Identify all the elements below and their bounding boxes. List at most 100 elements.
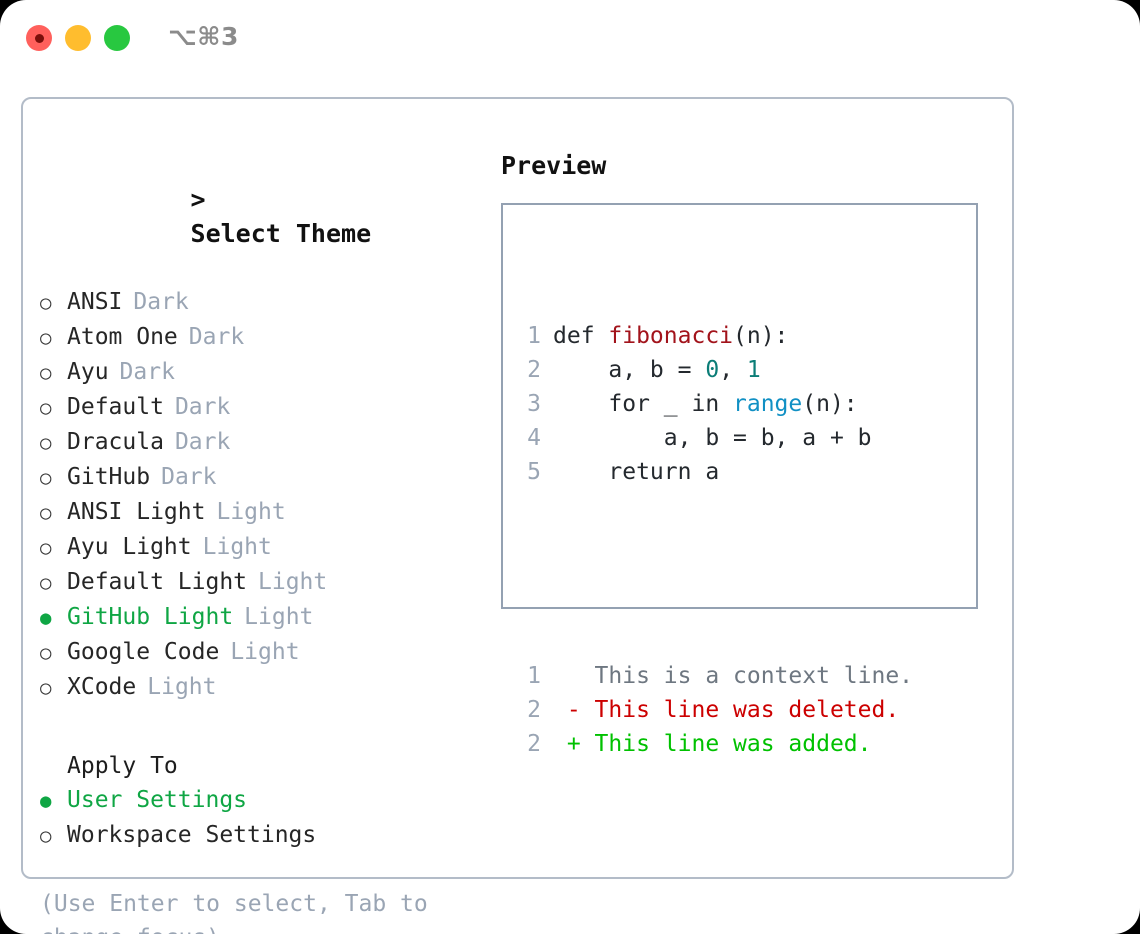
radio-unselected-icon: ○ [40,327,52,349]
code-line: 5 return a [515,455,913,489]
radio-unselected-icon: ○ [40,677,52,699]
radio-unselected-icon: ○ [40,537,52,559]
code-token-ctx: This is a context line. [553,663,914,689]
diff-snippet: 1 This is a context line.2 - This line w… [515,659,913,761]
theme-variant-badge: Dark [174,429,231,455]
theme-variant-badge: Dark [133,289,189,315]
theme-variant-badge: Dark [161,464,217,490]
radio-unselected-icon: ○ [40,292,52,314]
radio-unselected-icon: ○ [40,432,52,454]
theme-variant-badge: Light [202,534,272,560]
code-token-num: 0 [705,357,720,383]
code-token-add: + This line was added. [553,731,872,757]
theme-option-ayu[interactable]: ○ Ayu Dark [40,355,500,390]
theme-option-xcode[interactable]: ○ XCode Light [40,670,500,705]
code-token-plain: a, b = b, a + b [553,425,872,451]
theme-variant-badge: Light [147,674,217,700]
theme-option-label: Ayu Light [67,534,192,560]
theme-option-atom-one[interactable]: ○ Atom One Dark [40,320,500,355]
keyboard-hint: (Use Enter to select, Tab to change focu… [40,891,428,934]
theme-option-default[interactable]: ○ Default Dark [40,390,500,425]
theme-variant-badge: Dark [119,359,175,385]
theme-option-label: GitHub Light [67,604,234,630]
diff-line: 2 + This line was added. [515,727,913,761]
code-token-plain: (n): [733,323,789,349]
theme-option-ansi-light[interactable]: ○ ANSI Light Light [40,495,500,530]
theme-option-label: Dracula [67,429,164,455]
keyboard-shortcut-label: ⌥⌘3 [168,22,239,51]
hint-gap [40,853,500,887]
close-button[interactable] [26,25,52,51]
radio-unselected-icon: ○ [40,825,52,847]
theme-option-ayu-light[interactable]: ○ Ayu Light Light [40,530,500,565]
code-line: 3 for _ in range(n): [515,387,913,421]
radio-unselected-icon: ○ [40,467,52,489]
theme-option-label: Ayu [67,359,109,385]
diff-line: 2 - This line was deleted. [515,693,913,727]
code-line: 2 a, b = 0, 1 [515,353,913,387]
window-controls [26,25,130,51]
line-number: 5 [527,459,541,485]
theme-option-ansi[interactable]: ○ ANSI Dark [40,285,500,320]
apply-to-option-label: User Settings [67,787,248,813]
theme-variant-badge: Light [258,569,328,595]
theme-variant-badge: Dark [188,324,245,350]
line-number: 2 [527,357,541,383]
theme-variant-badge: Light [230,639,300,665]
line-number: 2 [527,731,541,757]
radio-unselected-icon: ○ [40,572,52,594]
preview-heading: Preview [501,151,607,180]
select-theme-heading: > Select Theme [40,149,500,285]
line-number: 3 [527,391,541,417]
theme-variant-badge: Dark [174,394,231,420]
theme-variant-badge: Light [244,604,314,630]
code-token-plain: (n): [802,391,858,417]
code-token-num: 1 [746,357,761,383]
diff-line: 1 This is a context line. [515,659,913,693]
theme-option-label: XCode [67,674,137,700]
code-diff-gap [515,557,913,591]
theme-option-dracula[interactable]: ○ Dracula Dark [40,425,500,460]
apply-to-option-label: Workspace Settings [67,822,317,848]
theme-option-label: Default [67,394,164,420]
theme-option-label: Default Light [67,569,248,595]
line-number: 1 [527,663,541,689]
theme-variant-badge: Light [216,499,286,525]
code-line: 4 a, b = b, a + b [515,421,913,455]
theme-option-label: Google Code [67,639,220,665]
theme-option-github-light[interactable]: ● GitHub Light Light [40,600,500,635]
code-token-plain: a, b = [553,357,706,383]
code-token-del: - This line was deleted. [553,697,900,723]
radio-unselected-icon: ○ [40,362,52,384]
line-number: 1 [527,323,541,349]
line-number: 4 [527,425,541,451]
radio-selected-icon: ● [40,607,52,629]
theme-option-label: ANSI [67,289,123,315]
theme-option-label: GitHub [67,464,151,490]
radio-unselected-icon: ○ [40,502,52,524]
theme-option-label: ANSI Light [67,499,206,525]
apply-to-option-workspace-settings[interactable]: ○ Workspace Settings [40,818,500,853]
maximize-button[interactable] [104,25,130,51]
minimize-button[interactable] [65,25,91,51]
theme-option-github[interactable]: ○ GitHub Dark [40,460,500,495]
code-token-plain: return a [553,459,720,485]
apply-to-heading: Apply To [67,753,178,779]
radio-unselected-icon: ○ [40,397,52,419]
theme-option-label: Atom One [67,324,178,350]
radio-selected-icon: ● [40,790,52,812]
line-number: 2 [527,697,541,723]
theme-option-default-light[interactable]: ○ Default Light Light [40,565,500,600]
apply-to-option-user-settings[interactable]: ● User Settings [40,783,500,818]
select-theme-title: Select Theme [190,219,372,248]
